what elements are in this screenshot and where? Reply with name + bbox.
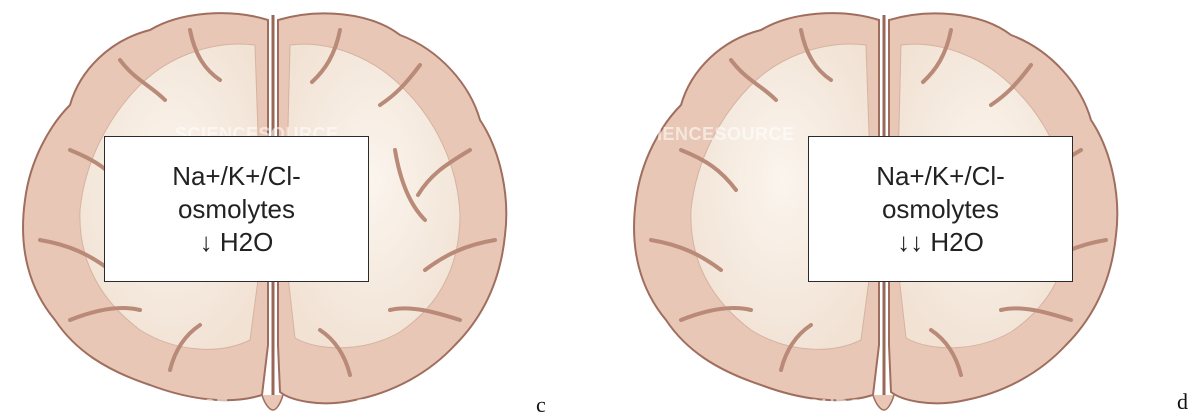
- box-line-osmolytes: osmolytes: [882, 193, 999, 226]
- brain-panel-d: SCIENCESOURCE SCIENCESOURCE SCIENCESOURC…: [611, 0, 1133, 419]
- watermark-text: SCIENCESOURCE: [631, 124, 795, 144]
- box-line-water: ↓↓ H2O: [897, 226, 984, 259]
- box-line-water: ↓ H2O: [200, 226, 274, 259]
- box-line-ions: Na+/K+/Cl-: [172, 160, 301, 193]
- watermark-text: SCIENCESOURCE: [711, 396, 875, 416]
- watermark-text: SCIENCESOURCE: [355, 396, 519, 416]
- box-line-ions: Na+/K+/Cl-: [876, 160, 1005, 193]
- panel-label-d: d: [1177, 389, 1188, 415]
- osmolyte-text-box: Na+/K+/Cl- osmolytes ↓ H2O: [104, 136, 369, 282]
- watermark-text: SCIENCESOURCE: [971, 396, 1133, 416]
- panel-label-c: c: [536, 392, 546, 418]
- osmolyte-text-box: Na+/K+/Cl- osmolytes ↓↓ H2O: [808, 136, 1073, 282]
- box-line-osmolytes: osmolytes: [178, 193, 295, 226]
- brain-panel-c: SCIENCESOURCE SCIENCESOURCE SCIENCESOURC…: [0, 0, 522, 419]
- watermark-text: SCIENCESOURCE: [65, 396, 229, 416]
